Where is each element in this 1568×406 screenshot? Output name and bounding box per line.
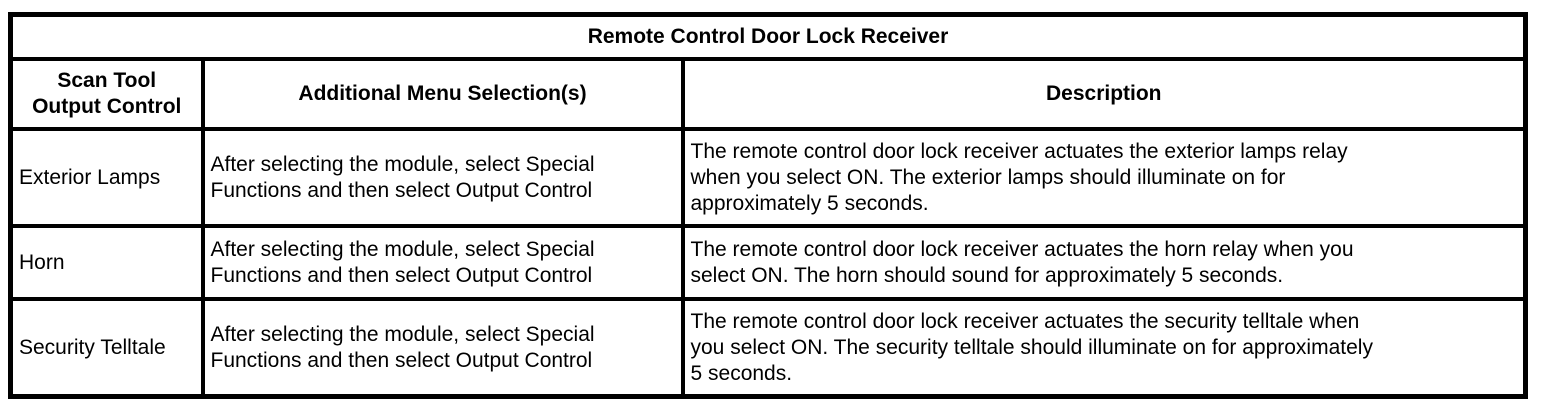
cell-control-security-telltale: Security Telltale <box>8 297 205 399</box>
header-description: Description <box>680 57 1528 131</box>
table-row-exterior-lamps: Exterior Lamps After selecting the modul… <box>8 127 1528 228</box>
cell-control-exterior-lamps: Exterior Lamps <box>8 127 205 228</box>
header-additional-menu-selections: Additional Menu Selection(s) <box>200 57 685 131</box>
cell-menu-exterior-lamps: After selecting the module, select Speci… <box>200 127 685 228</box>
cell-control-horn: Horn <box>8 224 205 301</box>
cell-description-exterior-lamps: The remote control door lock receiver ac… <box>680 127 1528 228</box>
table-header-row: Scan Tool Output Control Additional Menu… <box>8 57 1528 131</box>
table-title: Remote Control Door Lock Receiver <box>8 12 1528 61</box>
header-scan-tool-output-control: Scan Tool Output Control <box>8 57 205 131</box>
remote-control-door-lock-receiver-table: Remote Control Door Lock Receiver Scan T… <box>8 12 1529 399</box>
cell-description-horn: The remote control door lock receiver ac… <box>680 224 1528 301</box>
cell-menu-horn: After selecting the module, select Speci… <box>200 224 685 301</box>
table-row-security-telltale: Security Telltale After selecting the mo… <box>8 297 1528 399</box>
cell-menu-security-telltale: After selecting the module, select Speci… <box>200 297 685 399</box>
table-row-horn: Horn After selecting the module, select … <box>8 224 1528 301</box>
cell-description-security-telltale: The remote control door lock receiver ac… <box>680 297 1528 399</box>
table-title-row: Remote Control Door Lock Receiver <box>8 12 1528 61</box>
